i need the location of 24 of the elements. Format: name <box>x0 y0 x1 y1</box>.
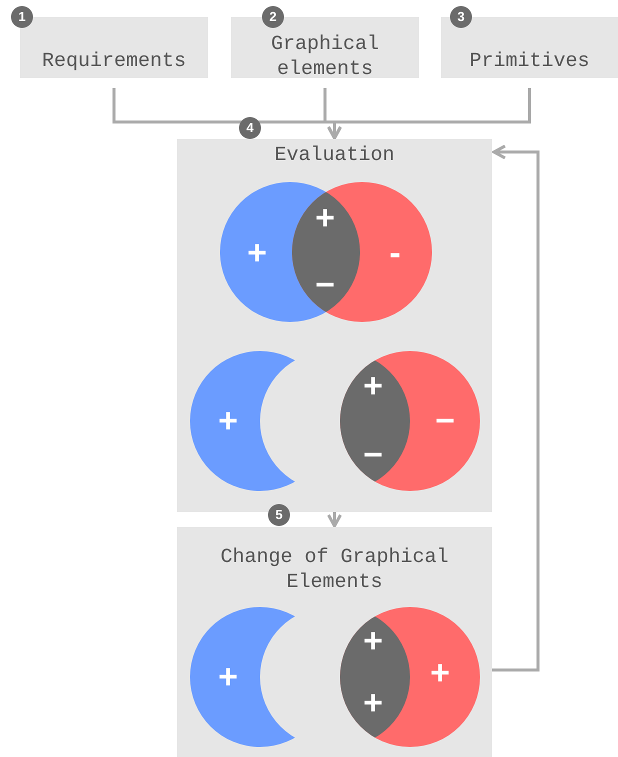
sign-label: + <box>363 686 383 720</box>
sign-label: − <box>435 404 455 438</box>
panel-title: Evaluation <box>273 143 396 168</box>
step-number-badge: 4 <box>239 117 261 139</box>
arrow <box>327 88 531 140</box>
sign-label: + <box>218 660 238 694</box>
sign-label: − <box>363 438 383 472</box>
sign-label: + <box>218 404 238 438</box>
sign-label: - <box>389 236 401 270</box>
sign-label: + <box>247 236 267 270</box>
sign-label: + <box>363 624 383 658</box>
sign-label: + <box>430 656 450 690</box>
sign-label: + <box>363 369 383 403</box>
sign-label: + <box>315 201 335 235</box>
box-label: Primitives <box>468 49 591 74</box>
sign-label: − <box>315 268 335 302</box>
arrow <box>492 144 540 672</box>
step-number-badge: 1 <box>11 6 33 28</box>
step-number-badge: 2 <box>262 6 284 28</box>
box-label: Requirements <box>40 49 188 74</box>
step-number-badge: 5 <box>268 504 290 526</box>
box-label: Graphical elements <box>270 32 380 82</box>
step-number-badge: 3 <box>450 6 472 28</box>
panel-title: Change of Graphical Elements <box>219 545 450 595</box>
